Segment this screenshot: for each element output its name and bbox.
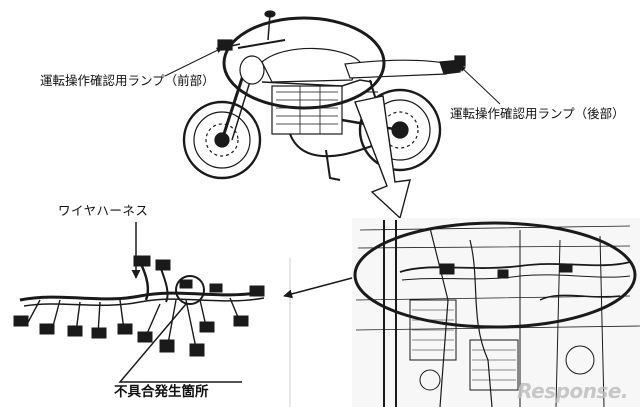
zoom-arrow-down	[354, 95, 411, 220]
harness-closeup-highlight	[353, 221, 637, 329]
defect-circle	[175, 275, 205, 305]
lamp-region-highlight	[222, 16, 386, 110]
defect-location-label: 不具合発生箇所	[114, 384, 209, 400]
wire-harness-label: ワイヤハーネス	[58, 203, 149, 218]
motorcycle-illustration	[182, 10, 466, 181]
response-watermark: Response.	[517, 379, 628, 403]
rear-lamp-arrow	[459, 65, 501, 105]
rear-lamp-label: 運転操作確認用ランプ（後部）	[450, 106, 625, 121]
front-lamp-label: 運転操作確認用ランプ（前部）	[40, 73, 215, 88]
defect-leader-line	[118, 303, 242, 383]
front-lamp-arrow	[164, 47, 223, 77]
closeup-to-harness-arrow	[283, 277, 353, 299]
wire-harness-illustration	[13, 255, 265, 357]
